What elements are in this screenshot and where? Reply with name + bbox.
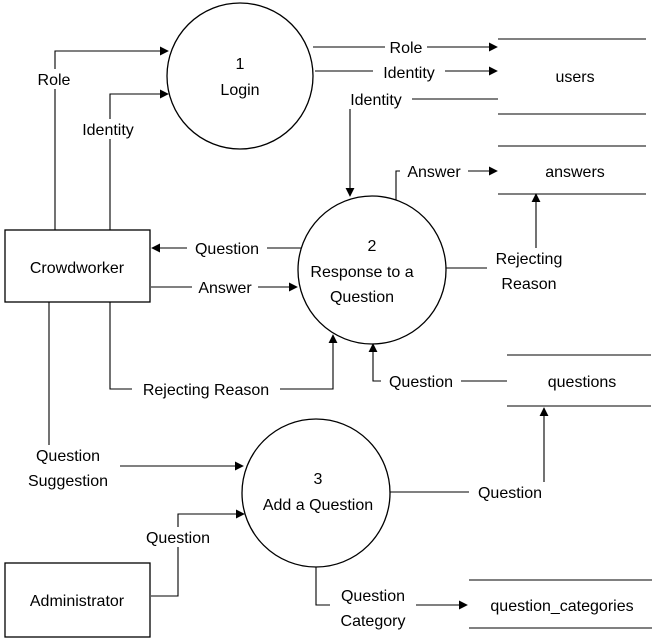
label-identity-in: Identity <box>82 122 134 139</box>
store-question-categories: question_categories <box>469 579 652 629</box>
label-question-from-store: Question <box>389 374 453 391</box>
flow-question-to-questions <box>388 407 549 493</box>
store-question-categories-label: question_categories <box>490 598 633 615</box>
store-answers-label: answers <box>545 164 605 181</box>
flow-question-category <box>315 566 468 610</box>
store-questions: questions <box>507 354 651 407</box>
label-category-line1: Question <box>341 588 405 605</box>
label-rejecting-store-line2: Reason <box>501 276 556 293</box>
process-add-number: 3 <box>314 471 323 488</box>
label-answer-from-worker: Answer <box>198 280 252 297</box>
store-users: users <box>498 38 646 115</box>
label-answer-to-store: Answer <box>407 164 461 181</box>
store-answers: answers <box>498 145 646 195</box>
label-rejecting-reason-worker: Rejecting Reason <box>143 382 269 399</box>
process-response-to-question: 2 Response to a Question <box>297 195 447 345</box>
process-login-name: Login <box>220 82 259 99</box>
label-suggestion-line1: Question <box>36 448 100 465</box>
store-questions-label: questions <box>548 374 617 391</box>
process-add-name: Add a Question <box>263 497 373 514</box>
flow-identity-to-login <box>109 89 169 230</box>
entity-administrator: Administrator <box>4 562 151 638</box>
label-role-in: Role <box>38 72 71 89</box>
entity-administrator-label: Administrator <box>30 593 125 610</box>
label-rejecting-store-line1: Rejecting <box>496 251 563 268</box>
label-suggestion-line2: Suggestion <box>28 473 108 490</box>
entity-crowdworker: Crowdworker <box>4 229 151 303</box>
label-question-from-admin: Question <box>146 530 210 547</box>
label-identity-out: Identity <box>383 65 435 82</box>
process-response-name-line2: Question <box>330 289 394 306</box>
process-login: 1 Login <box>166 2 314 150</box>
process-login-number: 1 <box>236 56 245 73</box>
process-response-number: 2 <box>368 238 377 255</box>
label-question-to-store: Question <box>478 485 542 502</box>
flow-question-from-questions <box>368 343 507 382</box>
process-add-question: 3 Add a Question <box>241 418 391 568</box>
entity-crowdworker-label: Crowdworker <box>30 260 125 277</box>
flow-role-to-login <box>54 46 169 230</box>
label-identity-to-response: Identity <box>350 92 402 109</box>
store-users-label: users <box>555 69 594 86</box>
flow-question-from-administrator <box>151 509 245 597</box>
flow-rejecting-reason-from-crowdworker <box>109 302 338 390</box>
process-response-name-line1: Response to a <box>310 264 413 281</box>
label-question-to-worker: Question <box>195 241 259 258</box>
label-category-line2: Category <box>341 613 406 630</box>
flow-identity-to-response <box>345 98 498 197</box>
label-role-out: Role <box>390 40 423 57</box>
